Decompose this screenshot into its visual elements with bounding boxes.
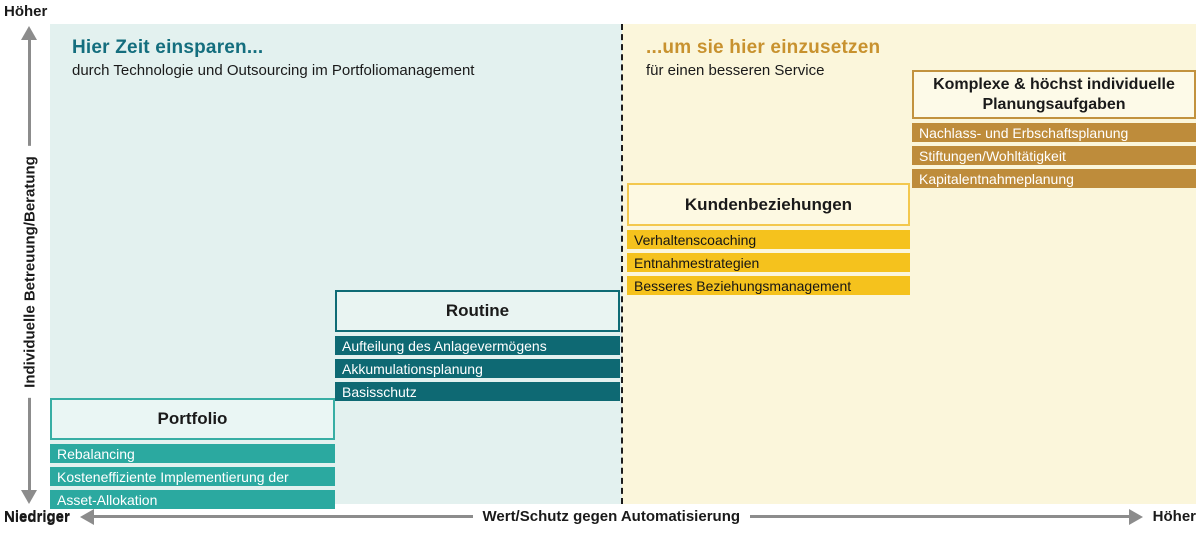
right-region-title: ...um sie hier einzusetzen — [646, 37, 881, 58]
right-region-heading: ...um sie hier einzusetzen für einen bes… — [646, 37, 880, 79]
group-routine-header: Routine — [335, 290, 620, 332]
group-portfolio-header: Portfolio — [50, 398, 335, 440]
x-axis-left-label: Niedriger — [4, 508, 70, 525]
group-portfolio-item: Kosteneffiziente Implementierung der — [50, 467, 335, 486]
group-routine: Routine Aufteilung des Anlagevermögens A… — [335, 290, 620, 401]
arrow-up-icon — [21, 26, 37, 40]
right-region-subtitle: für einen besseren Service — [646, 62, 825, 79]
x-axis-label: Wert/Schutz gegen Automatisierung — [482, 508, 741, 525]
left-region-subtitle: durch Technologie und Outsourcing im Por… — [72, 62, 475, 79]
x-axis-line-right — [750, 515, 1129, 518]
dashed-divider — [621, 24, 623, 504]
group-kundenbeziehungen-header: Kundenbeziehungen — [627, 183, 910, 226]
group-portfolio: Portfolio Rebalancing Kosteneffiziente I… — [50, 398, 335, 509]
group-komplexe-header: Komplexe & höchst individuelle Planungsa… — [912, 70, 1196, 119]
group-portfolio-item: Asset-Allokation — [50, 490, 335, 509]
group-komplexe-item: Stiftungen/Wohltätigkeit — [912, 146, 1196, 165]
x-axis-arrow-right — [750, 508, 1143, 525]
arrow-right-icon — [1128, 508, 1143, 525]
y-axis-bottom-label: Niedriger — [4, 509, 70, 526]
group-portfolio-item: Rebalancing — [50, 444, 335, 463]
arrow-left-icon — [79, 508, 94, 525]
y-axis-top-label: Höher — [4, 3, 48, 20]
x-axis-right-label: Höher — [1152, 508, 1197, 525]
group-komplexe-item: Kapitalentnahmeplanung — [912, 169, 1196, 188]
x-axis-line-left — [93, 515, 473, 518]
group-kundenbeziehungen-item: Verhaltenscoaching — [627, 230, 910, 249]
group-kundenbeziehungen-item: Entnahmestrategien — [627, 253, 910, 272]
left-region-heading: Hier Zeit einsparen... durch Technologie… — [72, 37, 474, 79]
group-komplexe-planungsaufgaben: Komplexe & höchst individuelle Planungsa… — [912, 70, 1196, 188]
arrow-down-icon — [21, 490, 37, 504]
group-routine-item: Akkumulationsplanung — [335, 359, 620, 378]
group-kundenbeziehungen-item: Besseres Beziehungsmanagement — [627, 276, 910, 295]
group-komplexe-item: Nachlass- und Erbschaftsplanung — [912, 123, 1196, 142]
x-axis-arrow-left — [79, 508, 473, 525]
left-region-title: Hier Zeit einsparen... — [72, 37, 264, 58]
group-routine-item: Aufteilung des Anlagevermögens — [335, 336, 620, 355]
group-routine-item: Basisschutz — [335, 382, 620, 401]
group-kundenbeziehungen: Kundenbeziehungen Verhaltenscoaching Ent… — [627, 183, 910, 295]
x-axis: Niedriger Wert/Schutz gegen Automatisier… — [4, 508, 1196, 525]
y-axis-label: Individuelle Betreuung/Beratung — [21, 146, 39, 398]
